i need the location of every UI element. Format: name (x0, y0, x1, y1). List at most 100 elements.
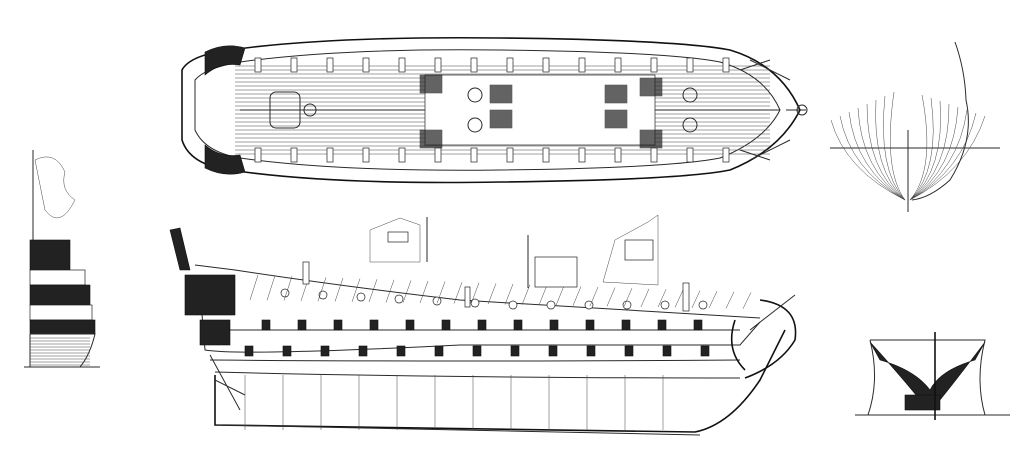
hatch-grating (604, 109, 628, 129)
rail-stanchion (589, 286, 599, 307)
gunport-lower (662, 345, 672, 357)
gunport-upper (693, 319, 703, 331)
rail-stanchion (674, 289, 684, 308)
hatch-grating (639, 77, 663, 97)
deck-gun (290, 57, 298, 73)
station-line-fore (909, 100, 941, 201)
gunport-lower (548, 345, 558, 357)
rail-stanchion (419, 280, 429, 304)
deck-gun (434, 147, 442, 163)
bow-elevation-view (855, 332, 1010, 420)
deck-gun (542, 57, 550, 73)
deck-plan-view (181, 36, 808, 184)
deck-gun (470, 57, 478, 73)
deck-gun (254, 57, 262, 73)
rail-stanchion (521, 284, 531, 305)
rail-stanchion (691, 290, 701, 308)
rail-stanchion (487, 283, 497, 305)
gunport-upper (513, 319, 523, 331)
deck-gun (254, 147, 262, 163)
rail-stanchion (249, 274, 259, 301)
rail-stanchion (725, 291, 735, 309)
deck-gun (506, 57, 514, 73)
rail-stanchion (283, 276, 293, 301)
gunport-wreath (660, 300, 670, 310)
rail-stanchion (351, 278, 361, 302)
deck-gun (470, 147, 478, 163)
hatch-grating (639, 129, 663, 149)
station-line-fore (909, 103, 950, 201)
rail-stanchion (640, 288, 650, 308)
rail-stanchion (317, 277, 327, 302)
deck-gun (398, 147, 406, 163)
gunport-upper (477, 319, 487, 331)
station-line-fore (909, 94, 928, 201)
deck-gun (506, 147, 514, 163)
deck-gun (434, 57, 442, 73)
gunport-lower (244, 345, 254, 357)
station-line-aft (875, 99, 906, 201)
body-plan-view (830, 41, 1000, 212)
rail-stanchion (368, 279, 378, 303)
deck-gun (542, 147, 550, 163)
deck-gun (650, 57, 658, 73)
sheer-profile-view (169, 227, 797, 436)
station-line-aft (830, 119, 906, 201)
gunport-wreath (356, 292, 366, 302)
rail-stanchion (453, 282, 463, 304)
station-line-aft (866, 103, 906, 201)
gunport-upper (585, 319, 595, 331)
rail-stanchion (334, 277, 344, 302)
deck-gun (722, 57, 730, 73)
deck-gun (614, 57, 622, 73)
station-line-fore (909, 106, 959, 201)
station-line-fore (909, 112, 977, 201)
deck-gun (722, 147, 730, 163)
station-line-aft (890, 91, 906, 201)
gunport-wreath (508, 300, 518, 310)
deck-gun (362, 147, 370, 163)
station-line-aft (883, 95, 906, 201)
hatch-grating (489, 109, 513, 129)
gunport-lower (320, 345, 330, 357)
deck-gun (578, 147, 586, 163)
deck-gun (398, 57, 406, 73)
rail-stanchion (742, 292, 752, 309)
gunport-lower (282, 345, 292, 357)
deck-gun (290, 147, 298, 163)
deck-gun (326, 147, 334, 163)
rail-stanchion (402, 280, 412, 303)
gunport-lower (624, 345, 634, 357)
deck-gun (686, 147, 694, 163)
gunport-upper (405, 319, 415, 331)
rail-stanchion (538, 285, 548, 306)
station-line-fore (909, 97, 934, 201)
gunport-lower (510, 345, 520, 357)
gunport-upper (441, 319, 451, 331)
deck-gun (326, 57, 334, 73)
rail-stanchion (555, 285, 565, 306)
gunport-lower (472, 345, 482, 357)
gunport-lower (700, 345, 710, 357)
gunport-wreath (546, 300, 556, 310)
rail-stanchion (623, 288, 633, 307)
hatch-grating (419, 129, 443, 149)
gunport-wreath (622, 300, 632, 310)
gunport-lower (358, 345, 368, 357)
hatch-grating (604, 84, 628, 104)
deck-gun (650, 147, 658, 163)
detail-insets (369, 214, 659, 288)
rail-stanchion (708, 291, 718, 309)
gunport-upper (621, 319, 631, 331)
station-line-aft (857, 107, 906, 201)
rail-stanchion (266, 275, 276, 301)
gunport-upper (333, 319, 343, 331)
gunport-wreath (432, 296, 442, 306)
gunport-wreath (280, 288, 290, 298)
deck-gun (578, 57, 586, 73)
deck-gun (614, 147, 622, 163)
hatch-grating (489, 84, 513, 104)
hatch-grating (419, 74, 443, 94)
rail-stanchion (606, 287, 616, 307)
